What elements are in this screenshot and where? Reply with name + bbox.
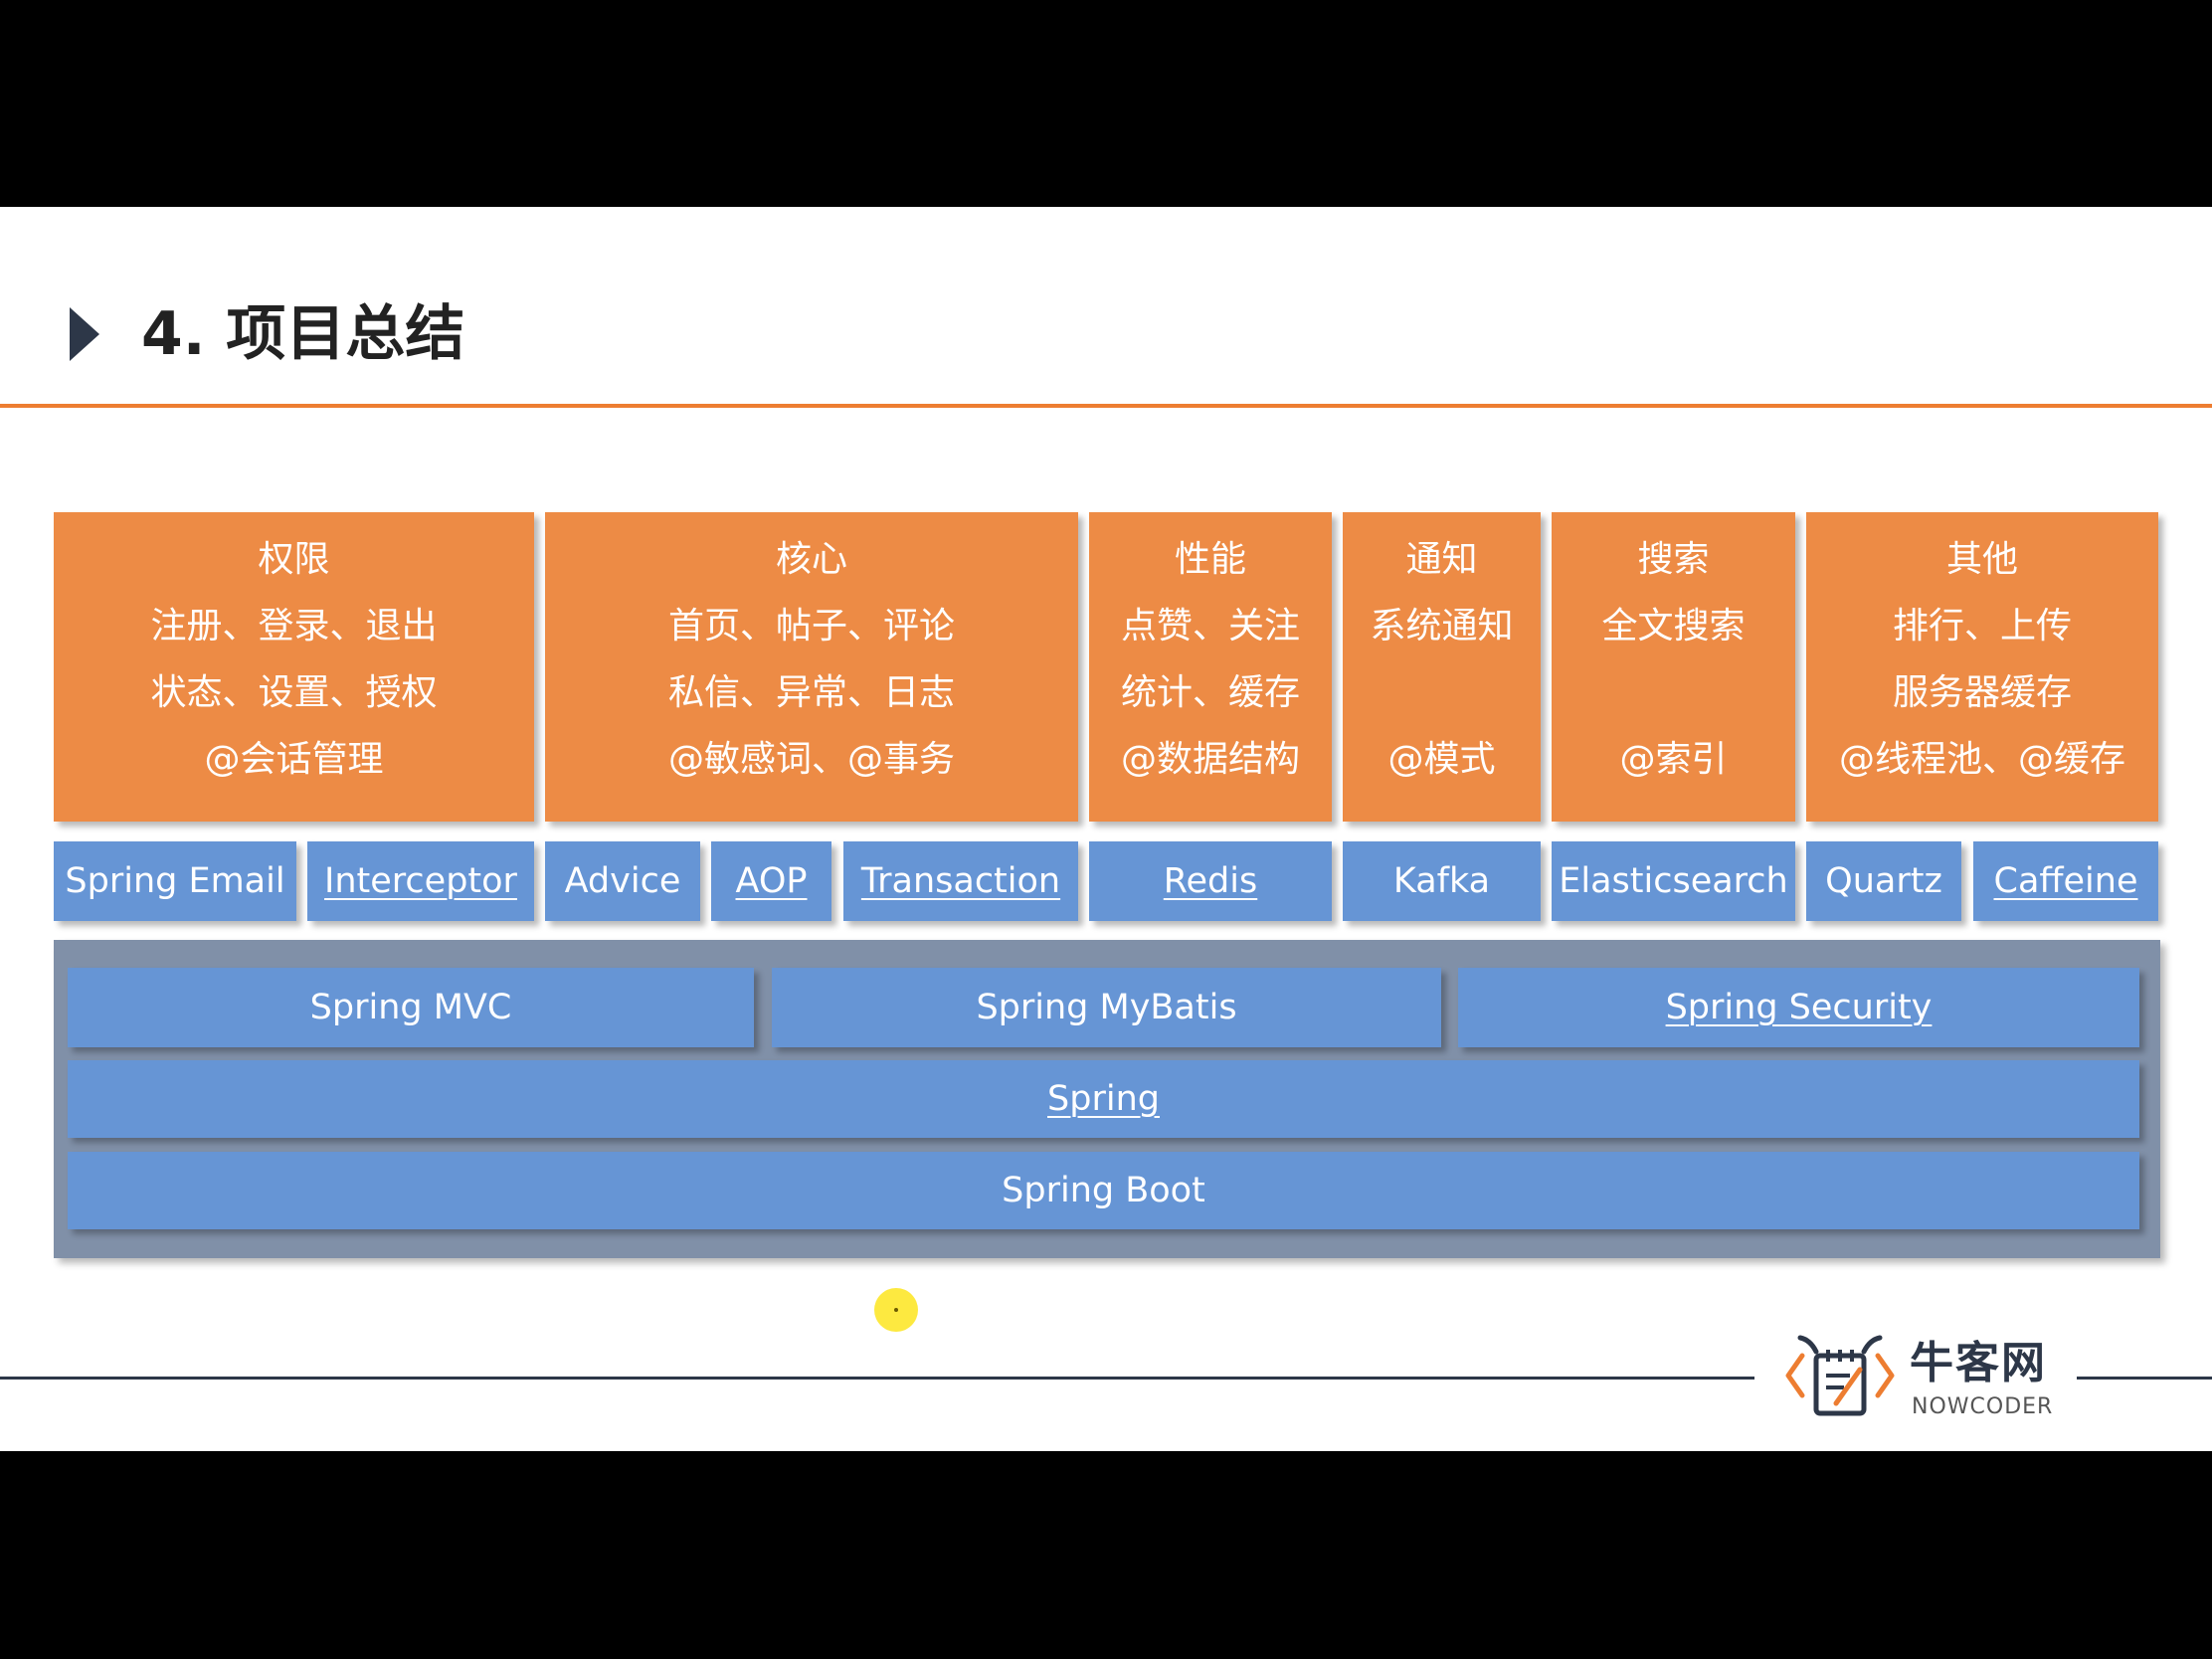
tech-advice: Advice	[545, 841, 700, 921]
category-permission: 权限 注册、登录、退出 状态、设置、授权 @会话管理	[54, 512, 534, 822]
framework-label: Spring MVC	[309, 988, 512, 1027]
tech-label: Redis	[1163, 861, 1258, 901]
tech-label: Kafka	[1392, 861, 1491, 901]
category-notification: 通知 系统通知 @模式	[1343, 512, 1541, 822]
tech-label: Advice	[564, 861, 681, 901]
category-line: 首页、帖子、评论	[667, 606, 955, 646]
category-line	[1343, 669, 1541, 736]
nowcoder-logo-icon	[1785, 1335, 1895, 1416]
tech-kafka: Kafka	[1343, 841, 1541, 921]
tech-interceptor: Interceptor	[307, 841, 534, 921]
tech-caffeine: Caffeine	[1973, 841, 2158, 921]
category-line	[1552, 669, 1795, 736]
category-title: 核心	[775, 539, 847, 580]
framework-label: Spring Security	[1665, 988, 1933, 1027]
category-core: 核心 首页、帖子、评论 私信、异常、日志 @敏感词、@事务	[545, 512, 1078, 822]
logo-text-en: NOWCODER	[1912, 1394, 2054, 1419]
footer-divider-left	[0, 1377, 1754, 1380]
tech-spring-email: Spring Email	[54, 841, 296, 921]
tech-label: AOP	[735, 861, 808, 901]
logo-text-cn: 牛客网	[1910, 1338, 2047, 1388]
category-line: 系统通知	[1370, 606, 1514, 646]
category-line: 状态、设置、授权	[150, 672, 438, 713]
category-line: 私信、异常、日志	[667, 672, 955, 713]
category-title: 其他	[1945, 539, 2018, 580]
framework-label: Spring MyBatis	[976, 988, 1237, 1027]
category-line: 注册、登录、退出	[150, 606, 438, 646]
category-line: @数据结构	[1120, 739, 1300, 780]
category-performance: 性能 点赞、关注 统计、缓存 @数据结构	[1089, 512, 1332, 822]
category-line: 排行、上传	[1892, 606, 2072, 646]
tech-label: Interceptor	[324, 861, 517, 901]
tech-label: Transaction	[860, 861, 1061, 901]
tech-label: Elasticsearch	[1559, 861, 1788, 901]
category-line: 统计、缓存	[1120, 672, 1300, 713]
category-line: 服务器缓存	[1892, 672, 2072, 713]
category-title: 通知	[1405, 539, 1478, 580]
pointer-cursor	[874, 1288, 918, 1332]
category-search: 搜索 全文搜索 @索引	[1552, 512, 1795, 822]
framework-label: Spring Boot	[1002, 1171, 1205, 1210]
tech-label: Caffeine	[1993, 861, 2138, 901]
category-line: @模式	[1387, 739, 1496, 780]
framework-spring-boot: Spring Boot	[68, 1152, 2139, 1229]
title-divider	[0, 404, 2212, 408]
slide-title: 4. 项目总结	[141, 299, 465, 369]
tech-quartz: Quartz	[1806, 841, 1961, 921]
tech-aop: AOP	[711, 841, 831, 921]
category-line: 全文搜索	[1601, 606, 1746, 646]
tech-transaction: Transaction	[843, 841, 1078, 921]
category-title: 权限	[258, 539, 330, 580]
framework-label: Spring	[1047, 1079, 1160, 1119]
footer-divider-right	[2077, 1377, 2212, 1380]
framework-spring-mybatis: Spring MyBatis	[772, 968, 1441, 1047]
framework-spring: Spring	[68, 1060, 2139, 1138]
tech-elasticsearch: Elasticsearch	[1552, 841, 1795, 921]
category-title: 性能	[1174, 539, 1246, 580]
category-line: @敏感词、@事务	[667, 739, 955, 780]
tech-redis: Redis	[1089, 841, 1332, 921]
category-line: @索引	[1619, 739, 1728, 780]
category-title: 搜索	[1637, 539, 1710, 580]
category-line: @线程池、@缓存	[1838, 739, 2125, 780]
category-other: 其他 排行、上传 服务器缓存 @线程池、@缓存	[1806, 512, 2158, 822]
category-line: @会话管理	[204, 739, 384, 780]
tech-label: Quartz	[1825, 861, 1942, 901]
slide: 4. 项目总结 权限 注册、登录、退出 状态、设置、授权 @会话管理 核心 首页…	[0, 207, 2212, 1451]
play-triangle-icon	[70, 307, 99, 361]
framework-spring-security: Spring Security	[1458, 968, 2139, 1047]
tech-label: Spring Email	[65, 861, 285, 901]
framework-spring-mvc: Spring MVC	[68, 968, 754, 1047]
category-line: 点赞、关注	[1120, 606, 1300, 646]
